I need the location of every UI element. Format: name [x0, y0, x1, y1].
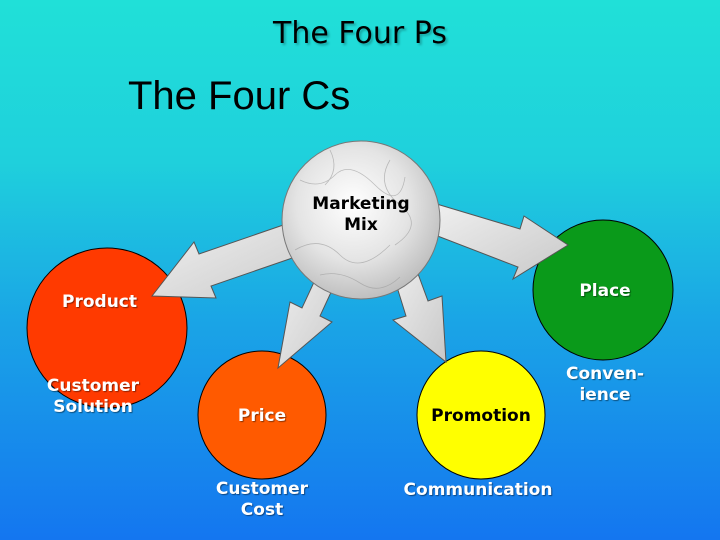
four-cs-title: The Four Cs — [128, 74, 351, 118]
four-ps-title: The Four Ps — [273, 16, 447, 51]
product-circle — [26, 247, 188, 409]
convenience-line2: ience — [579, 385, 631, 405]
marketing-mix-circle — [281, 140, 441, 300]
marble-veins — [294, 149, 412, 289]
promotion-circle — [416, 350, 546, 480]
customer-cost-line2: Cost — [240, 500, 284, 520]
convenience-line1: Conven- — [565, 364, 645, 384]
customer-cost-line1: Customer — [215, 479, 309, 499]
convenience-label: Conven- ience — [555, 364, 655, 406]
customer-solution-line2: Solution — [53, 397, 133, 417]
marketing-mix-label-line2: Mix — [344, 215, 378, 235]
customer-solution-line1: Customer — [46, 376, 140, 396]
customer-cost-label: Customer Cost — [207, 479, 317, 521]
price-circle — [197, 350, 327, 480]
place-label: Place — [579, 281, 631, 301]
place-circle — [532, 219, 674, 361]
price-label: Price — [237, 406, 287, 426]
customer-solution-label: Customer Solution — [38, 376, 148, 418]
marketing-mix-label-line1: Marketing — [312, 194, 410, 214]
marketing-mix-label: Marketing Mix — [299, 194, 423, 236]
product-label: Product — [62, 292, 137, 312]
promotion-label: Promotion — [431, 406, 531, 426]
communication-label: Communication — [403, 480, 553, 500]
arrow-to-place — [421, 201, 569, 281]
